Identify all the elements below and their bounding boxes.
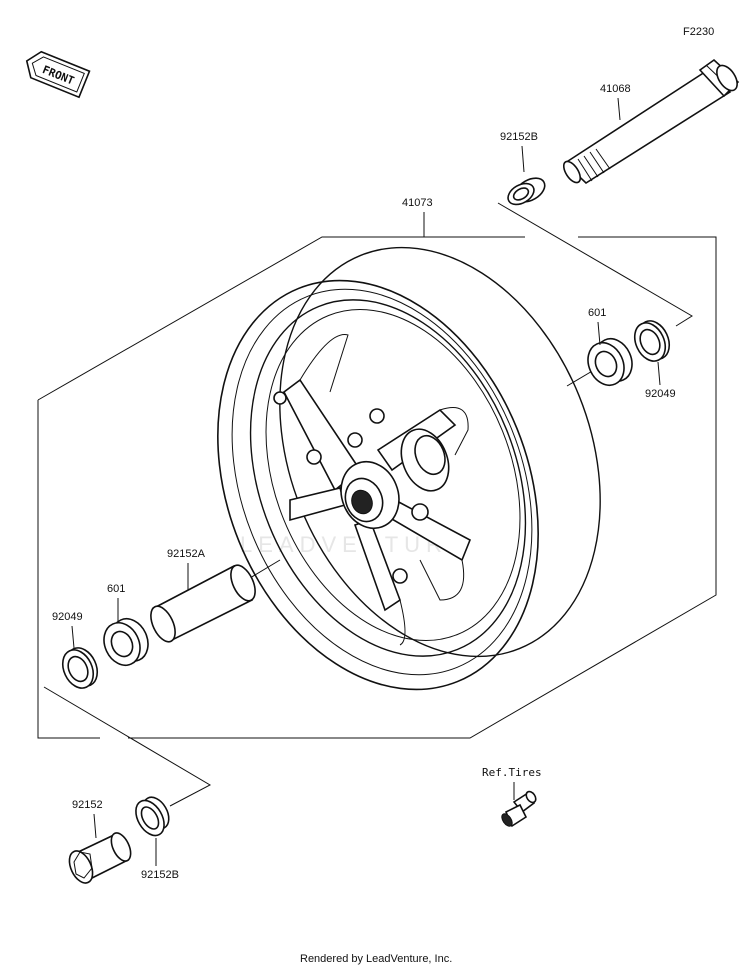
spacer-part [150, 564, 256, 643]
bearing-left-part [103, 618, 149, 666]
figure-code: F2230 [683, 26, 714, 38]
ref-tires-label[interactable]: Ref.Tires [482, 766, 542, 779]
seal-left-part [61, 647, 99, 689]
seal-right-part [633, 320, 671, 362]
label-collar-bottom: 92152B [141, 869, 179, 881]
wheel-part [217, 246, 601, 691]
collar-bottom-part [135, 796, 170, 837]
label-bearing-right: 601 [588, 307, 606, 319]
front-arrow-icon: FRONT [25, 50, 91, 99]
label-spacer: 92152A [167, 548, 206, 560]
axle-part [562, 58, 740, 185]
label-bearing-left: 601 [107, 583, 125, 595]
label-wheel: 41073 [402, 197, 433, 209]
label-collar-nut: 92152 [72, 799, 103, 811]
collar-top-part [507, 177, 546, 206]
label-collar-top: 92152B [500, 131, 538, 143]
label-axle: 41068 [600, 83, 631, 95]
footer-credit: Rendered by LeadVenture, Inc. [300, 953, 452, 965]
collar-nut-part [68, 832, 132, 884]
label-seal-left: 92049 [52, 611, 83, 623]
bearing-right-part [587, 338, 633, 386]
valve-stem-icon [501, 790, 537, 828]
label-seal-right: 92049 [645, 388, 676, 400]
